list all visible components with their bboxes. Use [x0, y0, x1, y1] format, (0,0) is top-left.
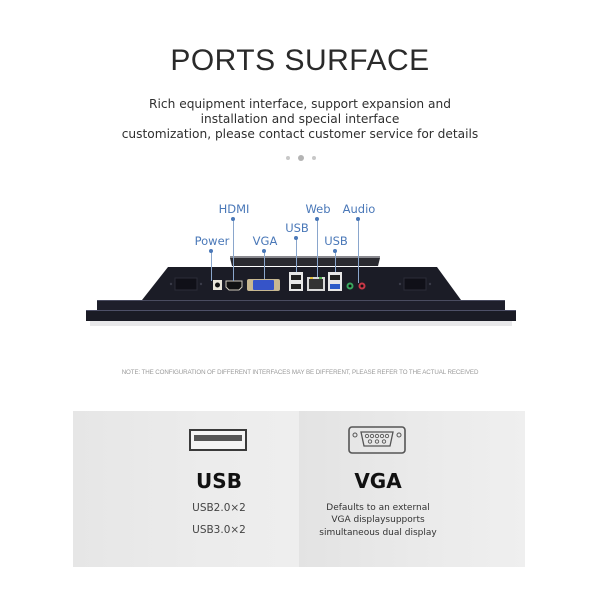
label-vga: VGA	[252, 234, 278, 248]
hdmi-leader-dot	[231, 217, 235, 221]
vga-card	[299, 411, 525, 567]
vga-desc-line-2: VGA displaysupports	[331, 515, 425, 525]
label-usb-left: USB	[285, 221, 309, 235]
vga-port-icon	[348, 426, 406, 454]
hdmi-leader-line	[233, 219, 234, 281]
usb-left-leader-line	[296, 238, 297, 272]
label-power: Power	[194, 234, 230, 248]
usb-card-title: USB	[196, 469, 242, 493]
usb-left-leader-dot	[294, 236, 298, 240]
usb-right-leader-dot	[333, 249, 337, 253]
page-title: PORTS SURFACE	[170, 44, 430, 77]
carousel-dots	[286, 154, 316, 162]
label-usb-right: USB	[324, 234, 348, 248]
vga-desc-line-1: Defaults to an external	[326, 503, 430, 513]
label-web: Web	[305, 202, 331, 216]
usb-spec-line-2: USB3.0×2	[192, 524, 246, 536]
subtitle-line-3: customization, please contact customer s…	[121, 127, 479, 141]
configuration-note: NOTE: THE CONFIGURATION OF DIFFERENT INT…	[121, 369, 479, 376]
carousel-dot-1[interactable]	[286, 156, 290, 160]
label-audio: Audio	[342, 202, 376, 216]
power-leader-dot	[209, 249, 213, 253]
usb-card	[73, 411, 299, 567]
carousel-dot-3[interactable]	[312, 156, 316, 160]
subtitle-line-1: Rich equipment interface, support expans…	[149, 97, 451, 111]
label-hdmi: HDMI	[218, 202, 250, 216]
audio-leader-dot	[356, 217, 360, 221]
usb-port-icon	[189, 429, 247, 451]
monitor-bottom-illustration	[86, 256, 516, 326]
audio-leader-line	[358, 219, 359, 283]
vga-leader-dot	[262, 249, 266, 253]
carousel-dot-2-active[interactable]	[298, 155, 304, 161]
page-subtitle: Rich equipment interface, support expans…	[0, 97, 600, 142]
web-leader-dot	[315, 217, 319, 221]
usb-right-leader-line	[335, 251, 336, 272]
web-leader-line	[317, 219, 318, 277]
power-leader-line	[211, 251, 212, 281]
vga-card-title: VGA	[354, 469, 402, 493]
vga-desc-line-3: simultaneous dual display	[319, 528, 437, 538]
usb-spec-line-1: USB2.0×2	[192, 502, 246, 514]
subtitle-line-2: installation and special interface	[200, 112, 400, 126]
vga-leader-line	[264, 251, 265, 279]
